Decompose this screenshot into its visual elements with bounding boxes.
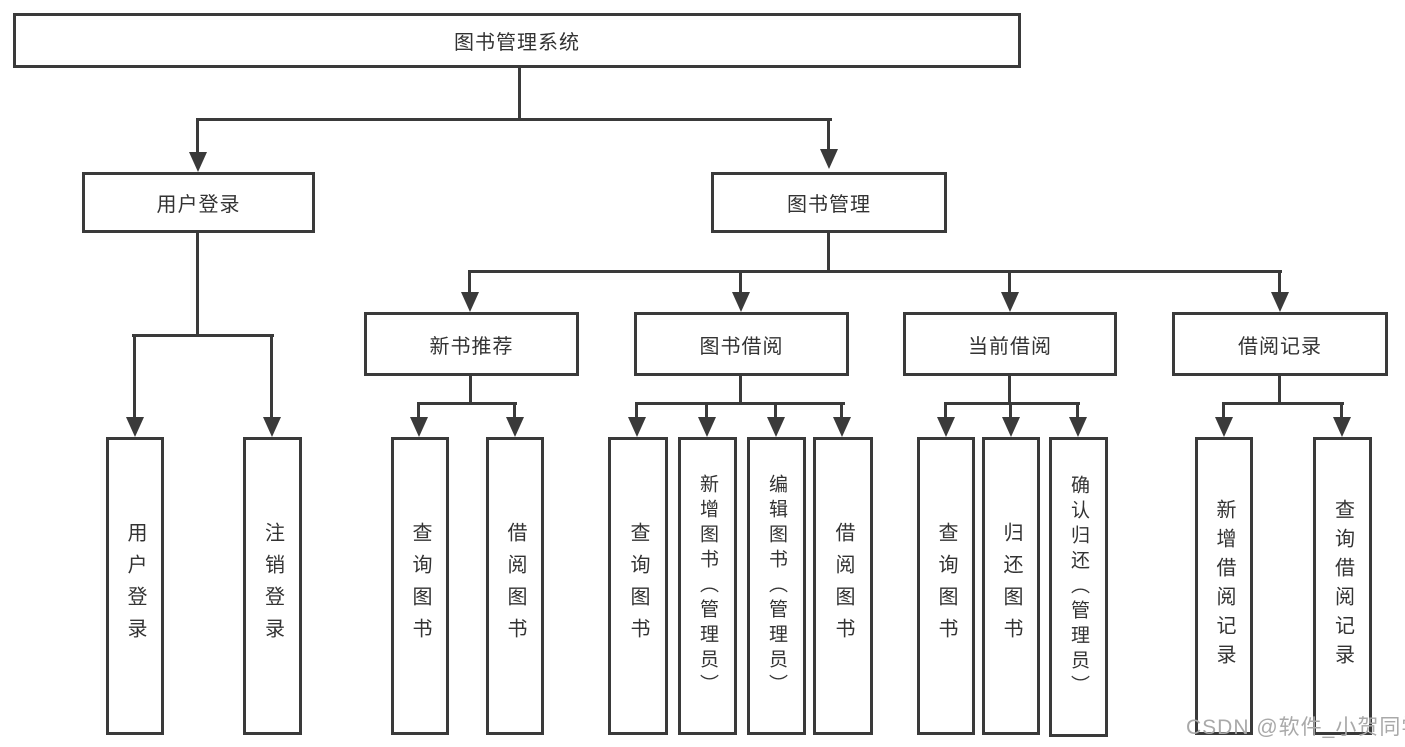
arrow-down-icon xyxy=(263,417,281,437)
leaf-query-books-borrow-label: 查询图书 xyxy=(627,522,649,650)
arrow-down-icon xyxy=(410,417,428,437)
leaf-query-books-borrow: 查询图书 xyxy=(608,437,668,735)
leaf-edit-books-admin-label: 编辑图书（管理员） xyxy=(766,473,787,699)
node-new-book-recommend-label: 新书推荐 xyxy=(429,335,514,358)
node-new-book-recommend: 新书推荐 xyxy=(364,312,579,376)
leaf-query-books-current: 查询图书 xyxy=(917,437,975,735)
leaf-confirm-return-admin-label: 确认归还（管理员） xyxy=(1068,474,1089,700)
arrow-down-icon xyxy=(1215,417,1233,437)
connector-line xyxy=(1008,375,1011,404)
connector-line xyxy=(417,402,517,405)
leaf-add-books-admin-label: 新增图书（管理员） xyxy=(697,473,718,699)
connector-line xyxy=(827,233,830,272)
leaf-logout-login: 注销登录 xyxy=(243,437,302,735)
connector-line xyxy=(513,404,516,418)
leaf-user-login-label: 用户登录 xyxy=(124,522,146,650)
arrow-down-icon xyxy=(833,417,851,437)
node-borrow-records-label: 借阅记录 xyxy=(1238,335,1322,358)
arrow-down-icon xyxy=(1271,292,1289,312)
arrow-down-icon xyxy=(1002,417,1020,437)
connector-line xyxy=(196,120,199,153)
arrow-down-icon xyxy=(461,292,479,312)
leaf-add-borrow-record-label: 新增借阅记录 xyxy=(1213,499,1235,673)
leaf-query-books-current-label: 查询图书 xyxy=(935,522,957,650)
node-library-system: 图书管理系统 xyxy=(13,13,1021,68)
node-book-management: 图书管理 xyxy=(711,172,947,233)
arrow-down-icon xyxy=(937,417,955,437)
connector-line xyxy=(1340,404,1343,418)
leaf-borrow-books-label: 借阅图书 xyxy=(832,522,854,650)
connector-line xyxy=(469,375,472,404)
leaf-query-borrow-record-label: 查询借阅记录 xyxy=(1331,499,1354,673)
connector-line xyxy=(468,270,1282,273)
arrow-down-icon xyxy=(1001,292,1019,312)
arrow-down-icon xyxy=(126,417,144,437)
leaf-add-books-admin: 新增图书（管理员） xyxy=(678,437,737,735)
node-user-login: 用户登录 xyxy=(82,172,315,233)
connector-line xyxy=(774,404,777,418)
leaf-edit-books-admin: 编辑图书（管理员） xyxy=(747,437,806,735)
node-book-borrow: 图书借阅 xyxy=(634,312,849,376)
leaf-return-books: 归还图书 xyxy=(982,437,1040,735)
connector-line xyxy=(1008,272,1011,294)
connector-line xyxy=(944,402,1080,405)
arrow-down-icon xyxy=(820,149,838,169)
arrow-down-icon xyxy=(698,417,716,437)
connector-line xyxy=(827,120,830,150)
leaf-query-books-recommend: 查询图书 xyxy=(391,437,449,735)
connector-line xyxy=(635,404,638,418)
leaf-return-books-label: 归还图书 xyxy=(1000,522,1022,650)
leaf-user-login: 用户登录 xyxy=(106,437,164,735)
connector-line xyxy=(196,118,832,121)
arrow-down-icon xyxy=(732,292,750,312)
connector-line xyxy=(1278,272,1281,294)
leaf-confirm-return-admin: 确认归还（管理员） xyxy=(1049,437,1108,737)
arrow-down-icon xyxy=(189,152,207,172)
node-current-borrow-label: 当前借阅 xyxy=(968,335,1052,358)
leaf-borrow-books-recommend-label: 借阅图书 xyxy=(504,522,526,650)
connector-line xyxy=(1009,404,1012,418)
connector-line xyxy=(196,233,199,336)
leaf-logout-login-label: 注销登录 xyxy=(261,522,284,650)
node-user-login-label: 用户登录 xyxy=(156,194,241,216)
connector-line xyxy=(635,402,845,405)
connector-line xyxy=(739,272,742,294)
node-book-management-label: 图书管理 xyxy=(787,194,871,216)
arrow-down-icon xyxy=(506,417,524,437)
node-library-system-label: 图书管理系统 xyxy=(454,32,580,54)
connector-line xyxy=(468,272,471,294)
connector-line xyxy=(944,404,947,418)
csdn-watermark: CSDN @软件_小贺同学 xyxy=(1186,716,1405,739)
leaf-add-borrow-record: 新增借阅记录 xyxy=(1195,437,1253,735)
connector-line xyxy=(840,404,843,418)
leaf-borrow-books: 借阅图书 xyxy=(813,437,873,735)
arrow-down-icon xyxy=(1069,417,1087,437)
connector-line xyxy=(705,404,708,418)
connector-line xyxy=(1076,404,1079,418)
leaf-query-borrow-record: 查询借阅记录 xyxy=(1313,437,1372,735)
connector-line xyxy=(1278,375,1281,404)
connector-line xyxy=(518,66,521,120)
arrow-down-icon xyxy=(1333,417,1351,437)
node-current-borrow: 当前借阅 xyxy=(903,312,1117,376)
connector-line xyxy=(1222,402,1344,405)
node-book-borrow-label: 图书借阅 xyxy=(699,335,784,358)
arrow-down-icon xyxy=(767,417,785,437)
connector-line xyxy=(739,375,742,404)
connector-line xyxy=(133,336,136,418)
connector-line xyxy=(1222,404,1225,418)
arrow-down-icon xyxy=(628,417,646,437)
connector-line xyxy=(132,334,274,337)
leaf-borrow-books-recommend: 借阅图书 xyxy=(486,437,544,735)
node-borrow-records: 借阅记录 xyxy=(1172,312,1388,376)
leaf-query-books-recommend-label: 查询图书 xyxy=(409,522,431,650)
connector-line xyxy=(270,336,273,418)
connector-line xyxy=(417,404,420,418)
